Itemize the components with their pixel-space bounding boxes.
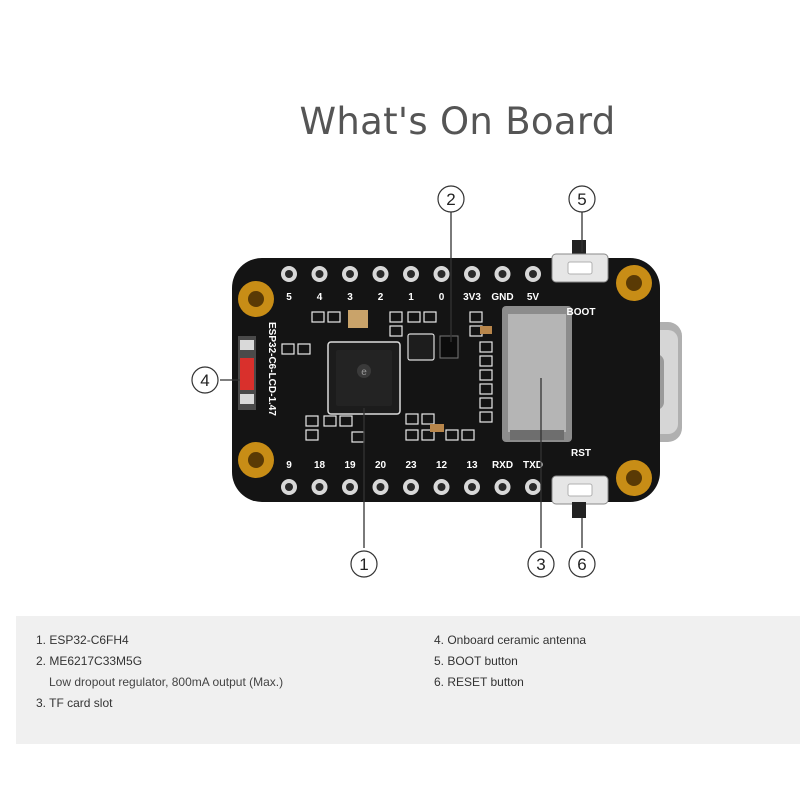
bottom-pin-label: 19: [344, 460, 356, 471]
bottom-pin-label: 20: [375, 460, 387, 471]
bottom-pin-hole: [407, 483, 415, 491]
callout-6: 6: [568, 550, 596, 578]
boot-label: BOOT: [567, 307, 596, 318]
top-pin-header: 5 4 3 2 1 0 3V3 GND 5V: [281, 266, 541, 303]
board-silkscreen-name: ESP32-C6-LCD-1.47: [266, 322, 277, 416]
mounting-holes: [238, 265, 652, 496]
top-pin-hole: [376, 270, 385, 278]
top-pin-label: 3: [347, 292, 353, 303]
top-pin-label: 0: [439, 292, 445, 303]
callout-5-label: 5: [577, 190, 586, 209]
top-pin-label: 5: [286, 292, 292, 303]
bottom-pin-header: 9 18 19 20 23 12 13 RXD TXD: [281, 460, 543, 495]
top-pin-label: 5V: [527, 292, 540, 303]
legend-item-tf-slot: 3. TF card slot: [36, 696, 113, 710]
legend-panel: 1. ESP32-C6FH4 2. ME6217C33M5G Low dropo…: [16, 616, 800, 744]
top-pin-hole: [285, 270, 293, 278]
callout-2-label: 2: [446, 190, 455, 209]
legend-item-reset: 6. RESET button: [434, 675, 524, 689]
callout-4: 4: [191, 366, 219, 394]
callout-3-label: 3: [536, 555, 545, 574]
legend-item-boot: 5. BOOT button: [434, 654, 518, 668]
top-pin-hole: [315, 270, 324, 278]
bottom-pin-hole: [498, 483, 507, 491]
bottom-pin-label: 9: [286, 460, 292, 471]
tf-card-slot: [502, 306, 572, 442]
callout-lines: [220, 212, 583, 548]
top-pin-label: 4: [317, 292, 323, 303]
top-pin-hole: [407, 270, 415, 278]
bottom-pin-hole: [346, 483, 354, 491]
bottom-pin-hole: [529, 483, 537, 491]
top-pin-label: 3V3: [463, 292, 481, 303]
top-pin-hole: [437, 270, 446, 278]
bottom-pin-hole: [315, 483, 324, 491]
callout-1: 1: [350, 550, 378, 578]
regulator-chip: [407, 333, 459, 361]
callout-5: 5: [568, 185, 596, 213]
callout-2: 2: [437, 185, 465, 213]
smd-components: [281, 311, 493, 443]
top-pin-label: 2: [378, 292, 384, 303]
callout-1-label: 1: [359, 555, 368, 574]
bottom-pin-label: 12: [436, 460, 448, 471]
legend-item-regulator: 2. ME6217C33M5G: [36, 654, 143, 668]
bottom-pin-label: TXD: [523, 460, 543, 471]
bottom-pin-hole: [285, 483, 293, 491]
top-pin-hole: [529, 270, 537, 278]
esp32-chip: e: [327, 341, 401, 415]
bottom-pin-hole: [437, 483, 446, 491]
top-pin-hole: [346, 270, 354, 278]
callout-4-label: 4: [200, 371, 209, 390]
rst-label: RST: [571, 448, 591, 459]
boot-button[interactable]: [551, 240, 609, 283]
ceramic-antenna: [238, 336, 256, 410]
chip-logo: e: [361, 367, 367, 378]
legend-item-antenna: 4. Onboard ceramic antenna: [434, 633, 587, 647]
bottom-pin-hole: [468, 483, 476, 491]
bottom-pin-label: 23: [405, 460, 417, 471]
bottom-pin-label: 18: [314, 460, 326, 471]
capacitors: [348, 310, 492, 432]
top-pin-label: GND: [491, 292, 513, 303]
page-title: What's On Board: [299, 100, 616, 143]
legend-column-left: 1. ESP32-C6FH4 2. ME6217C33M5G Low dropo…: [36, 630, 283, 714]
callout-3: 3: [527, 550, 555, 578]
top-pin-hole: [468, 270, 476, 278]
reset-button[interactable]: [551, 475, 609, 518]
bottom-pin-label: 13: [466, 460, 478, 471]
top-pin-label: 1: [408, 292, 414, 303]
top-pin-hole: [498, 270, 507, 278]
legend-item-esp32: 1. ESP32-C6FH4: [36, 633, 129, 647]
bottom-pin-label: RXD: [492, 460, 513, 471]
legend-column-right: 4. Onboard ceramic antenna 5. BOOT butto…: [434, 630, 586, 693]
legend-item-regulator-desc: Low dropout regulator, 800mA output (Max…: [49, 675, 284, 689]
bottom-pin-hole: [376, 483, 385, 491]
callout-6-label: 6: [577, 555, 586, 574]
